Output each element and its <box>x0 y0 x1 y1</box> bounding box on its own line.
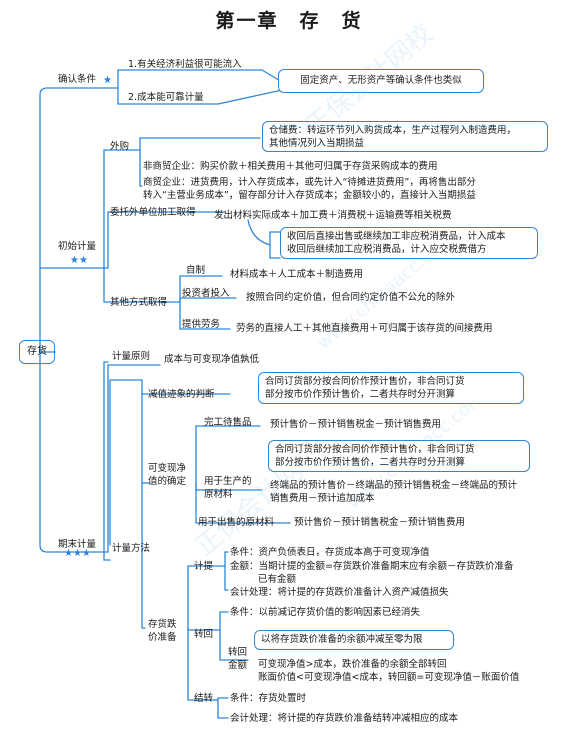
labor-label: 提供劳务 <box>182 319 221 330</box>
reversal-cond: 条件：以前减记存货价值的影响因素已经消失 <box>230 607 421 618</box>
production-label: 用于生产的 <box>204 476 252 487</box>
transfer-cond: 条件：存货处置时 <box>230 693 307 704</box>
trade-text: 转入“主营业务成本”，留存部分计入存货成本；金额较小的，直接计入当期损益 <box>143 190 476 201</box>
reversal-rule-1: 可变现净值>成本，跌价准备的余额全部转回 <box>258 659 447 670</box>
sale-label: 用于出售的原材料 <box>198 517 275 528</box>
recognition-note: 固定资产、无形资产等确认条件也类似 <box>278 69 484 93</box>
purchase-label: 外购 <box>110 141 130 152</box>
contract-note-line: 部分按市价作预计售价，二者共存时分开测算 <box>275 457 466 468</box>
provision-amount: 已有金额 <box>258 574 297 585</box>
investor-label: 投资者投入 <box>182 288 230 299</box>
recognition-stars: ★ <box>103 75 112 86</box>
reversal-amount-label: 转回 <box>228 647 248 658</box>
root-node: 存货 <box>19 340 55 364</box>
production-label: 原材料 <box>204 489 233 500</box>
storage-note-line: 其他情况列入当期损益 <box>269 138 365 149</box>
sale-formula: 预计售价－预计销售税金－预计销售费用 <box>294 517 466 528</box>
self-made-label: 自制 <box>186 265 206 276</box>
reversal-label: 转回 <box>194 629 214 640</box>
consign-note: 收回后直接出售或继续加工非应税消费品，计入成本 收回后继续加工应税消费品，计入应… <box>280 227 538 259</box>
recognition-item-1: 1.有关经济利益很可能流入 <box>128 59 242 70</box>
contract-note-line: 合同订货部分按合同价作预计售价，非合同订货 <box>265 376 465 387</box>
principle-label: 计量原则 <box>112 351 151 362</box>
provision-acct: 会计处理：将计提的存货跌价准备计入资产减值损失 <box>230 587 449 598</box>
nrv-label: 可变现净 <box>148 463 187 474</box>
subsequent-label: 期末计量 <box>58 539 97 550</box>
page-title: 第一章 存 货 <box>215 10 363 32</box>
recognition-label: 确认条件 <box>58 74 97 85</box>
transfer-acct: 会计处理：将计提的存货跌价准备结转冲减相应的成本 <box>230 713 459 724</box>
initial-stars: ★★ <box>70 255 88 266</box>
consign-label: 委托外单位加工取得 <box>110 207 196 218</box>
nontrade-text: 非商贸企业：购买价款＋相关费用＋其他可归属于存货采购成本的费用 <box>143 161 438 172</box>
contract-note-1: 合同订货部分按合同价作预计售价，非合同订货 部分按市价作预计售价，二者共存时分开… <box>258 372 524 404</box>
production-formula: 终端品的预计售价－终端品的预计销售税金－终端品的预计 <box>270 480 518 491</box>
reversal-rule-2: 账面价值<可变现净值<成本，转回额=可变现净值－账面价值 <box>258 672 520 683</box>
allowance-label: 价准备 <box>148 632 177 643</box>
allowance-label: 存货跌 <box>148 619 177 630</box>
transfer-label: 结转 <box>194 693 214 704</box>
contract-note-line: 合同订货部分按合同价作预计售价，非合同订货 <box>275 444 475 455</box>
other-label: 其他方式取得 <box>110 297 168 308</box>
trade-text: 商贸企业：进货费用，计入存货成本，或先计入“待摊进货费用”，再将售出部分 <box>143 177 476 188</box>
consign-formula: 发出材料实际成本＋加工费＋消费税＋运输费等相关税费 <box>214 210 452 221</box>
finished-label: 完工待售品 <box>204 417 252 428</box>
reversal-amount-label: 金额 <box>228 660 248 671</box>
production-formula: 销售费用－预计追加成本 <box>270 493 375 504</box>
self-made-formula: 材料成本＋人工成本＋制造费用 <box>230 269 364 280</box>
consign-note-line: 收回后继续加工应税消费品，计入应交税费借方 <box>287 244 487 255</box>
provision-cond: 条件：资产负债表日，存货成本高于可变现净值 <box>230 547 430 558</box>
provision-label: 计提 <box>194 561 214 572</box>
impairment-label: 减值迹象的判断 <box>148 389 215 400</box>
method-label: 计量方法 <box>112 543 151 554</box>
storage-note: 仓储费：转运环节列入购货成本，生产过程列入制造费用， 其他情况列入当期损益 <box>262 121 548 152</box>
principle-text: 成本与可变现净值孰低 <box>164 354 260 365</box>
subsequent-stars: ★★★ <box>64 548 91 559</box>
reversal-note: 以将存货跌价准备的余额冲减至零为限 <box>254 630 454 650</box>
storage-note-line: 仓储费：转运环节列入购货成本，生产过程列入制造费用， <box>269 125 517 136</box>
contract-note-2: 合同订货部分按合同价作预计售价，非合同订货 部分按市价作预计售价，二者共存时分开… <box>268 440 530 472</box>
provision-amount: 金额：当期计提的金额=存货跌价准备期末应有余额－存货跌价准备 <box>230 561 514 572</box>
investor-text: 按照合同约定价值，但合同约定价值不公允的除外 <box>246 292 456 303</box>
nrv-label: 值的确定 <box>148 476 187 487</box>
contract-note-line: 部分按市价作预计售价，二者共存时分开测算 <box>265 389 456 400</box>
finished-formula: 预计售价－预计销售税金－预计销售费用 <box>270 419 442 430</box>
labor-text: 劳务的直接人工＋其他直接费用＋可归属于该存货的间接费用 <box>236 323 493 334</box>
recognition-item-2: 2.成本能可靠计量 <box>128 92 204 103</box>
consign-note-line: 收回后直接出售或继续加工非应税消费品，计入成本 <box>287 231 506 242</box>
initial-label: 初始计量 <box>58 241 97 252</box>
